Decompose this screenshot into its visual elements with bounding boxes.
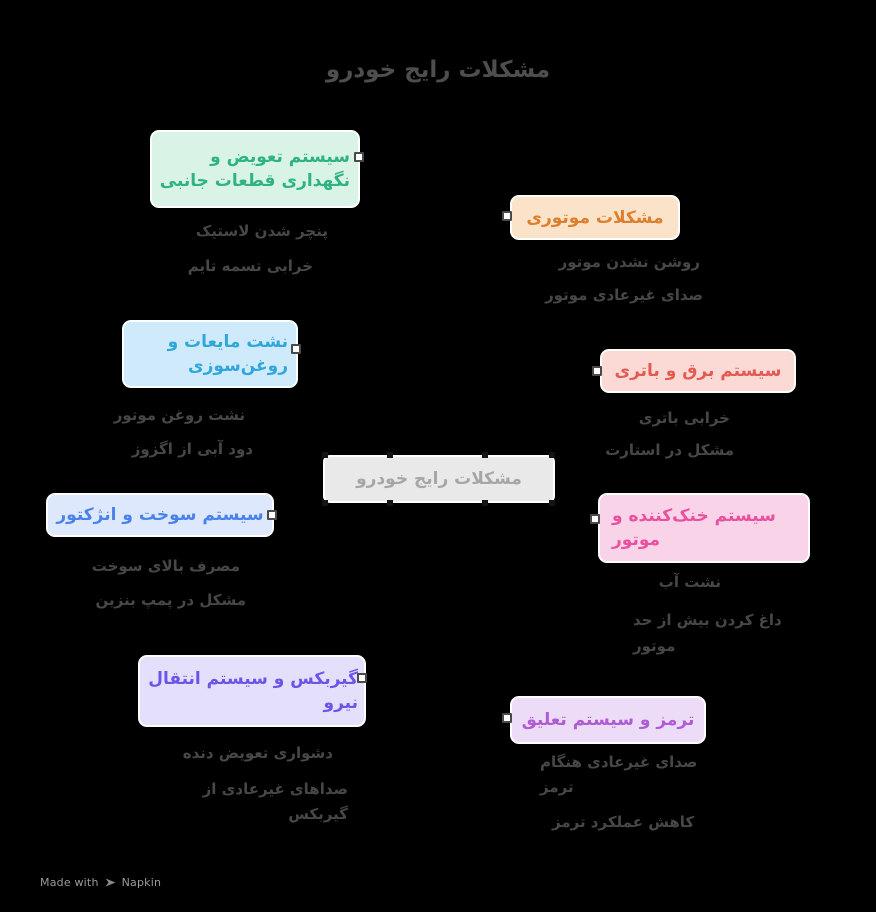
leaf-line: گیربکس [288,805,348,823]
root-label: مشکلات رایج خودرو [356,469,522,489]
leaf-line: موتور [633,637,676,655]
topic-node-engine[interactable]: مشکلات موتوری [510,195,680,240]
connector-port[interactable] [482,452,488,458]
connector-port[interactable] [387,500,393,506]
topic-label-line: روغن‌سوزی [187,356,288,376]
connector-port[interactable] [322,452,328,458]
brand-text: Napkin [121,876,162,889]
connector-port[interactable] [357,673,367,683]
leaf-leaks-2[interactable]: دود آبی از اگزوز [131,440,253,458]
leaf-line: صداهای غیرعادی از [202,780,348,798]
leaf-gearbox-1[interactable]: دشواری تعویض دنده [182,744,333,762]
connector-port[interactable] [549,500,555,506]
leaf-engine-1[interactable]: روشن نشدن موتور [558,253,700,271]
leaf-leaks-1[interactable]: نشت روغن موتور [113,406,245,424]
connector-port[interactable] [590,514,600,524]
leaf-fuel-1[interactable]: مصرف بالای سوخت [91,557,240,575]
topic-node-fuel[interactable]: سیستم سوخت و انژکتور [46,493,274,537]
topic-node-parts[interactable]: سیستم تعویض و نگهداری قطعات جانبی [150,130,360,208]
diagram-title: مشکلات رایج خودرو [325,57,551,83]
connector-port[interactable] [267,510,277,520]
connector-port[interactable] [592,366,602,376]
leaf-cooling-2[interactable]: داغ کردن بیش از حد موتور [633,607,782,659]
topic-label-line: سیستم تعویض و [210,147,350,167]
leaf-parts-2[interactable]: خرابی تسمه تایم [187,257,313,275]
leaf-brakes-2[interactable]: کاهش عملکرد ترمز [552,813,695,831]
topic-node-brakes[interactable]: ترمز و سیستم تعلیق [510,696,706,744]
topic-label: سیستم سوخت و انژکتور [56,505,264,525]
napkin-attribution[interactable]: Made with Napkin [40,876,161,889]
topic-node-leaks[interactable]: نشت مایعات و روغن‌سوزی [122,320,298,388]
topic-label-line: گیربکس و سیستم انتقال [148,669,358,689]
connector-port[interactable] [322,500,328,506]
connector-port[interactable] [482,500,488,506]
leaf-electrical-1[interactable]: خرابی باتری [638,409,730,427]
topic-label: نشت مایعات و روغن‌سوزی [124,330,288,378]
leaf-fuel-2[interactable]: مشکل در پمپ بنزین [95,591,246,609]
connector-port[interactable] [502,211,512,221]
topic-label: مشکلات موتوری [526,207,664,228]
topic-label: سیستم تعویض و نگهداری قطعات جانبی [152,145,350,193]
connector-port[interactable] [502,713,512,723]
napkin-pen-icon [105,878,115,887]
topic-label: گیربکس و سیستم انتقال نیرو [140,667,358,715]
topic-label-line: موتور [612,530,661,550]
leaf-line: ترمز [540,778,574,796]
topic-node-electrical[interactable]: سیستم برق و باتری [600,349,796,393]
leaf-electrical-2[interactable]: مشکل در استارت [605,441,734,459]
connector-port[interactable] [549,452,555,458]
topic-label-line: نگهداری قطعات جانبی [159,171,350,191]
leaf-engine-2[interactable]: صدای غیرعادی موتور [545,286,703,304]
topic-label-line: سیستم خنک‌کننده و [612,506,776,526]
topic-label: ترمز و سیستم تعلیق [521,710,695,730]
root-node[interactable]: مشکلات رایج خودرو [323,455,555,503]
leaf-line: داغ کردن بیش از حد [633,611,782,629]
leaf-gearbox-2[interactable]: صداهای غیرعادی از گیربکس [203,777,348,827]
topic-label: سیستم برق و باتری [614,361,782,381]
topic-label-line: نیرو [323,693,358,713]
connector-port[interactable] [291,344,301,354]
leaf-line: صدای غیرعادی هنگام [540,753,698,771]
connector-port[interactable] [387,452,393,458]
topic-label: سیستم خنک‌کننده و موتور [612,504,808,552]
connector-port[interactable] [354,152,364,162]
leaf-parts-1[interactable]: پنچر شدن لاستیک [195,222,328,240]
leaf-cooling-1[interactable]: نشت آب [658,573,721,591]
topic-label-line: نشت مایعات و [167,332,288,352]
leaf-brakes-1[interactable]: صدای غیرعادی هنگام ترمز [540,750,697,800]
topic-node-gearbox[interactable]: گیربکس و سیستم انتقال نیرو [138,655,366,727]
topic-node-cooling[interactable]: سیستم خنک‌کننده و موتور [598,493,810,563]
made-with-text: Made with [40,876,99,889]
